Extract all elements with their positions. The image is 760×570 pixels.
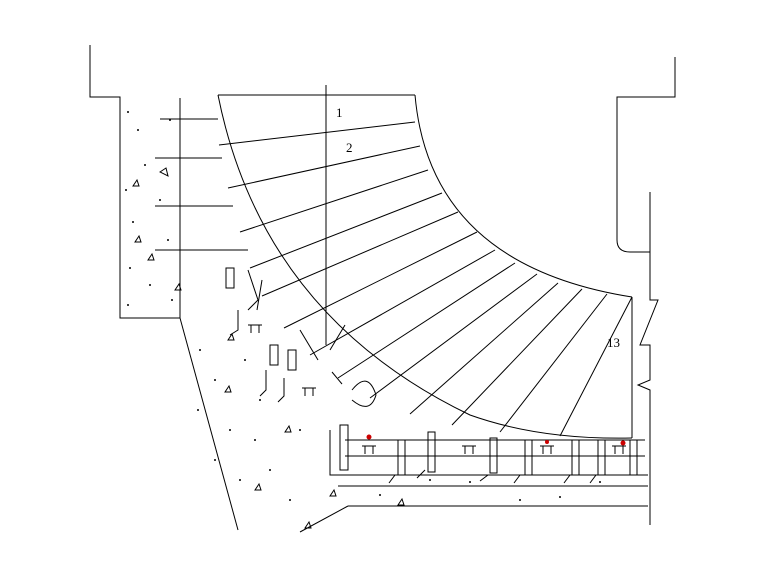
radial-divisions (218, 121, 633, 437)
bottom-slab (299, 430, 648, 533)
segment-outer-arc (414, 94, 633, 298)
segment-label-first: 1 (336, 105, 343, 120)
lower-left-slope (179, 317, 239, 531)
right-wall-outline (616, 57, 676, 253)
right-break-line (636, 192, 659, 525)
aggregate-triangles (132, 167, 405, 529)
segment-label-second: 2 (346, 140, 353, 155)
accent-markers (366, 434, 626, 446)
support-props (225, 267, 638, 484)
concrete-fill-left (125, 111, 601, 501)
left-wall-outline (89, 45, 181, 319)
wall-ties (155, 118, 248, 251)
segment-label-last: 13 (607, 335, 620, 350)
clamp-symbols (248, 324, 626, 454)
